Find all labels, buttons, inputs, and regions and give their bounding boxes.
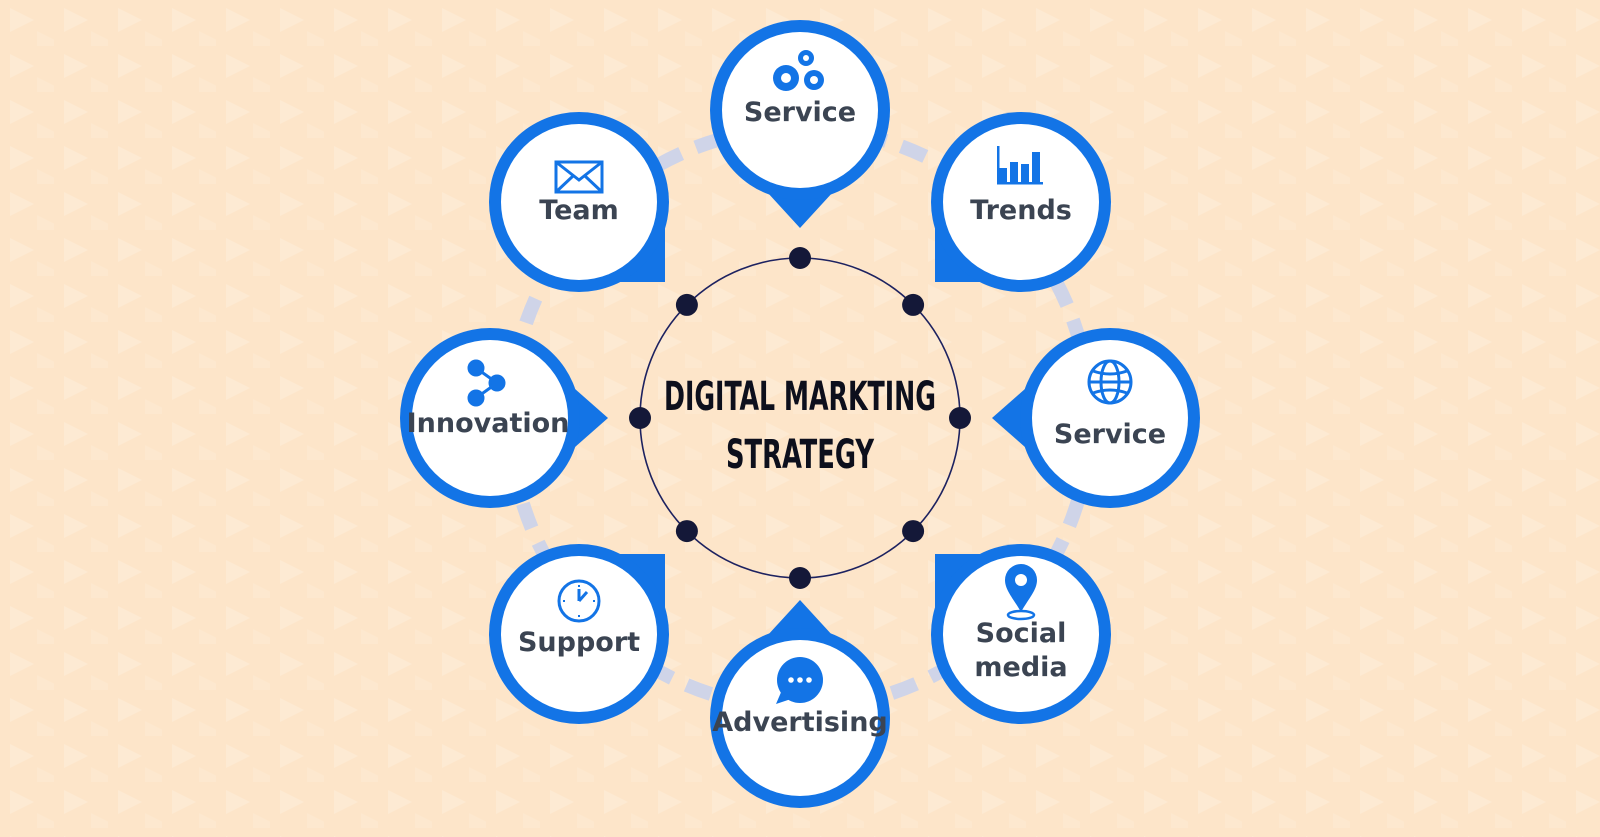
node-inner-circle bbox=[1032, 340, 1188, 496]
ring-dot bbox=[902, 293, 925, 316]
node-social-media[interactable]: Social media bbox=[931, 544, 1111, 724]
node-inner-circle bbox=[943, 556, 1099, 712]
node-label: Innovation bbox=[407, 408, 570, 439]
center-title-line-1: DIGITAL MARKTING bbox=[664, 374, 936, 420]
node-team[interactable]: Team bbox=[489, 112, 669, 292]
gears-icon bbox=[773, 50, 824, 91]
share-icon bbox=[467, 359, 506, 407]
globe-icon bbox=[1087, 359, 1133, 405]
node-inner-circle bbox=[722, 640, 878, 796]
node-label-line-1: Social bbox=[976, 618, 1067, 649]
node-label: Advertising bbox=[712, 707, 888, 738]
location-pin-icon bbox=[1005, 564, 1037, 621]
bar-chart-icon bbox=[997, 146, 1043, 185]
chat-bubble-icon bbox=[776, 657, 823, 704]
ring-dot bbox=[629, 407, 651, 429]
node-service-top[interactable]: Service bbox=[710, 20, 890, 228]
node-label-line-2: media bbox=[974, 652, 1067, 683]
node-trends[interactable]: Trends bbox=[931, 112, 1111, 292]
ring-dot bbox=[949, 407, 971, 429]
node-label: Support bbox=[518, 627, 640, 658]
inner-ring-dots bbox=[629, 247, 971, 589]
node-label: Service bbox=[744, 97, 856, 128]
ring-dot bbox=[789, 567, 811, 589]
node-inner-circle bbox=[501, 556, 657, 712]
ring-dot bbox=[675, 293, 698, 316]
node-support[interactable]: Support bbox=[489, 544, 669, 724]
ring-dot bbox=[902, 520, 925, 543]
node-service-right[interactable]: Service bbox=[992, 328, 1200, 508]
center-title-line-2: STRATEGY bbox=[726, 432, 875, 478]
node-label: Trends bbox=[970, 195, 1072, 226]
ring-dot bbox=[675, 520, 698, 543]
clock-icon bbox=[557, 579, 601, 623]
ring-dot bbox=[789, 247, 811, 269]
node-innovation[interactable]: Innovation bbox=[400, 328, 608, 508]
node-inner-circle bbox=[722, 32, 878, 188]
node-inner-circle bbox=[412, 340, 568, 496]
node-label: Team bbox=[539, 195, 619, 226]
node-advertising[interactable]: Advertising bbox=[710, 600, 890, 808]
node-label: Service bbox=[1054, 419, 1166, 450]
node-inner-circle bbox=[943, 124, 1099, 280]
node-inner-circle bbox=[501, 124, 657, 280]
envelope-icon bbox=[554, 160, 604, 194]
